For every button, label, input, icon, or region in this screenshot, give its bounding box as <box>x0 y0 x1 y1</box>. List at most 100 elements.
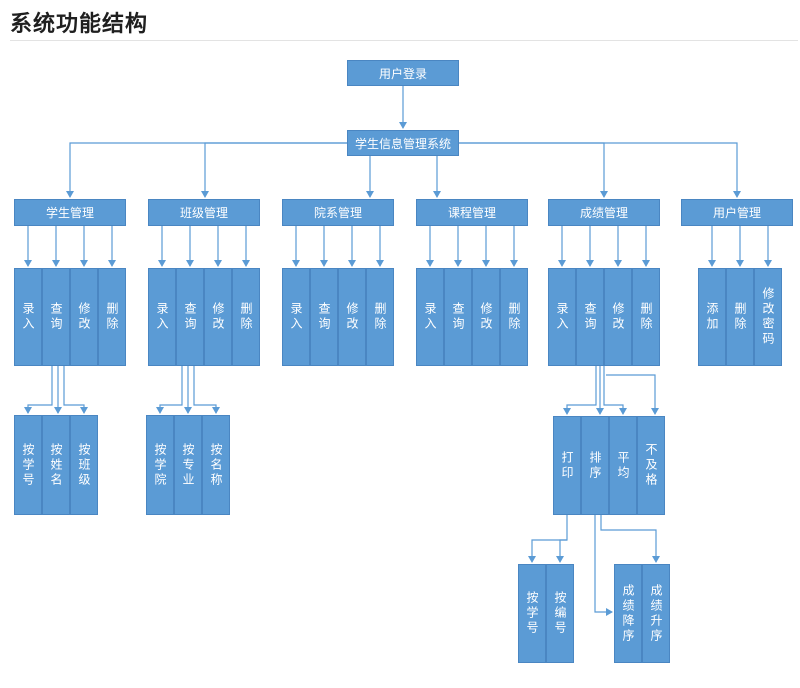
login-node: 用户登录 <box>347 60 459 86</box>
module-0-function-3: 删除 <box>98 268 126 366</box>
module-5-function-0: 添加 <box>698 268 726 366</box>
student-query-option-0-label: 按学号 <box>21 442 35 488</box>
module-5-function-2: 修改密码 <box>754 268 782 366</box>
score-query-option-0-label: 打印 <box>560 450 574 481</box>
score-query-option-1-label: 排序 <box>588 450 602 481</box>
module-4-function-3: 删除 <box>632 268 660 366</box>
module-0-function-1: 查询 <box>42 268 70 366</box>
class-query-option-2-label: 按名称 <box>209 442 223 488</box>
print-option-1-label: 按编号 <box>553 591 567 636</box>
class-query-option-0-label: 按学院 <box>153 442 167 488</box>
score-query-option-3-label: 不及格 <box>644 443 658 488</box>
module-3-function-3: 删除 <box>500 268 528 366</box>
sort-option-1: 成绩升序 <box>642 564 670 663</box>
module-0-function-3-label: 删除 <box>105 302 119 332</box>
print-branch-b <box>556 539 567 563</box>
print-option-1: 按编号 <box>546 564 574 663</box>
sort-branch-b <box>600 515 660 563</box>
module-3-node: 课程管理 <box>416 199 528 226</box>
module-5-node: 用户管理 <box>681 199 793 226</box>
student-query-branch-c <box>63 366 88 414</box>
class-query-branch-a <box>156 366 183 414</box>
student-query-option-1: 按姓名 <box>42 415 70 515</box>
print-option-0: 按学号 <box>518 564 546 663</box>
class-query-option-2: 按名称 <box>202 415 230 515</box>
module-2-node: 院系管理 <box>282 199 394 226</box>
module-1-function-1: 查询 <box>176 268 204 366</box>
system-to-module-5-connector <box>459 142 741 198</box>
module-1-function-3: 删除 <box>232 268 260 366</box>
module-2-function-1-label: 查询 <box>317 302 331 332</box>
module-5-function-2-label: 修改密码 <box>761 287 775 347</box>
sort-option-0-label: 成绩降序 <box>621 583 635 644</box>
module-0-function-2-label: 修改 <box>77 302 91 332</box>
module-1-function-1-label: 查询 <box>183 302 197 332</box>
module-0-function-2: 修改 <box>70 268 98 366</box>
system-node: 学生信息管理系统 <box>347 130 459 156</box>
student-query-option-1-label: 按姓名 <box>49 442 63 488</box>
class-query-option-0: 按学院 <box>146 415 174 515</box>
module-4-function-2-label: 修改 <box>611 302 625 332</box>
module-0-function-0-label: 录入 <box>21 302 35 332</box>
module-4-function-3-label: 删除 <box>639 302 653 332</box>
score-query-branch-a <box>563 366 597 415</box>
module-3-function-2: 修改 <box>472 268 500 366</box>
page-title: 系统功能结构 <box>10 12 149 37</box>
class-query-option-1: 按专业 <box>174 415 202 515</box>
module-1-function-3-label: 删除 <box>239 302 253 332</box>
module-5-function-0-label: 添加 <box>705 302 719 332</box>
module-4-function-2: 修改 <box>604 268 632 366</box>
student-query-option-0: 按学号 <box>14 415 42 515</box>
module-2-function-2: 修改 <box>338 268 366 366</box>
module-2-function-0: 录入 <box>282 268 310 366</box>
sort-option-0: 成绩降序 <box>614 564 642 663</box>
score-query-option-3: 不及格 <box>637 416 665 515</box>
module-2-function-1: 查询 <box>310 268 338 366</box>
module-1-function-0-label: 录入 <box>155 302 169 332</box>
module-1-function-2-label: 修改 <box>211 302 225 332</box>
module-3-function-1: 查询 <box>444 268 472 366</box>
module-4-function-0: 录入 <box>548 268 576 366</box>
module-5-function-1-label: 删除 <box>733 302 747 332</box>
module-4-function-1-label: 查询 <box>583 302 597 332</box>
module-0-node: 学生管理 <box>14 199 126 226</box>
module-4-node: 成绩管理 <box>548 199 660 226</box>
module-3-function-1-label: 查询 <box>451 302 465 332</box>
module-2-function-3-label: 删除 <box>373 302 387 332</box>
print-branch-a <box>528 515 568 563</box>
module-1-function-0: 录入 <box>148 268 176 366</box>
student-query-branch-a <box>24 366 53 414</box>
sort-option-1-label: 成绩升序 <box>649 583 663 644</box>
title-divider <box>10 40 798 41</box>
module-2-function-3: 删除 <box>366 268 394 366</box>
score-query-option-2-label: 平均 <box>616 450 630 481</box>
system-to-module-1-connector <box>201 142 347 198</box>
module-0-function-1-label: 查询 <box>49 302 63 332</box>
module-1-node: 班级管理 <box>148 199 260 226</box>
class-query-option-1-label: 按专业 <box>181 442 195 488</box>
print-option-0-label: 按学号 <box>525 591 539 636</box>
score-query-branch-d <box>606 374 659 415</box>
module-3-function-0: 录入 <box>416 268 444 366</box>
module-4-function-1: 查询 <box>576 268 604 366</box>
system-to-module-4-connector <box>459 142 608 198</box>
student-query-option-2-label: 按班级 <box>77 442 91 488</box>
score-query-branch-c <box>603 366 627 415</box>
module-3-function-0-label: 录入 <box>423 302 437 332</box>
class-query-branch-c <box>193 366 220 414</box>
score-query-option-2: 平均 <box>609 416 637 515</box>
score-query-option-0: 打印 <box>553 416 581 515</box>
module-2-function-0-label: 录入 <box>289 302 303 332</box>
system-to-module-0-connector <box>66 142 347 198</box>
score-query-option-1: 排序 <box>581 416 609 515</box>
module-3-function-2-label: 修改 <box>479 302 493 332</box>
module-5-function-1: 删除 <box>726 268 754 366</box>
module-3-function-3-label: 删除 <box>507 302 521 332</box>
module-0-function-0: 录入 <box>14 268 42 366</box>
module-4-function-0-label: 录入 <box>555 302 569 332</box>
module-2-function-2-label: 修改 <box>345 302 359 332</box>
module-1-function-2: 修改 <box>204 268 232 366</box>
student-query-option-2: 按班级 <box>70 415 98 515</box>
sort-branch-a <box>594 515 613 616</box>
